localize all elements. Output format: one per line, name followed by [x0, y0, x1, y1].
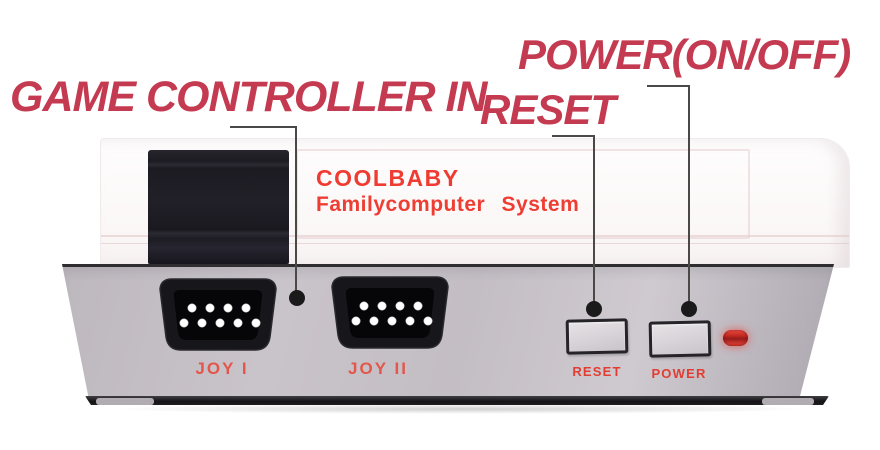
joy1-db9-port-icon	[159, 278, 277, 351]
callout-dot-controller	[289, 290, 305, 306]
cartridge-slot-cover	[148, 150, 289, 264]
annotation-game-controller-in: GAME CONTROLLER IN	[10, 73, 487, 121]
reset-button-label: RESET	[572, 364, 622, 379]
joy1-port-label: JOY I	[195, 359, 249, 378]
power-button-label: POWER	[651, 366, 707, 381]
joy2-db9-port-icon	[331, 276, 449, 349]
brand-subtitle-text: Familycomputer System	[316, 193, 580, 216]
body-seam-line	[101, 235, 849, 237]
reset-button	[565, 318, 629, 355]
joy2-port-label: JOY II	[348, 359, 408, 378]
callout-line-power	[688, 85, 690, 303]
callout-line-power	[647, 85, 690, 87]
console-foot	[762, 398, 814, 405]
callout-line-reset	[593, 135, 595, 303]
annotation-reset: RESET	[480, 86, 616, 133]
callout-line-reset	[552, 135, 595, 137]
console-foot	[96, 398, 154, 405]
power-led-icon	[723, 330, 748, 346]
callout-dot-power	[681, 301, 697, 317]
callout-line-controller	[230, 126, 297, 128]
power-button	[648, 320, 712, 358]
brand-logo-text: COOLBABY	[316, 165, 460, 191]
cartridge-lid-outline	[296, 149, 750, 239]
console-shadow	[110, 404, 810, 414]
body-seam-line	[101, 243, 849, 244]
front-face-top-edge	[62, 264, 834, 267]
annotation-power-on-off: POWER(ON/OFF)	[518, 31, 851, 78]
console-base	[85, 396, 829, 405]
callout-dot-reset	[586, 301, 602, 317]
callout-line-controller	[295, 126, 297, 292]
